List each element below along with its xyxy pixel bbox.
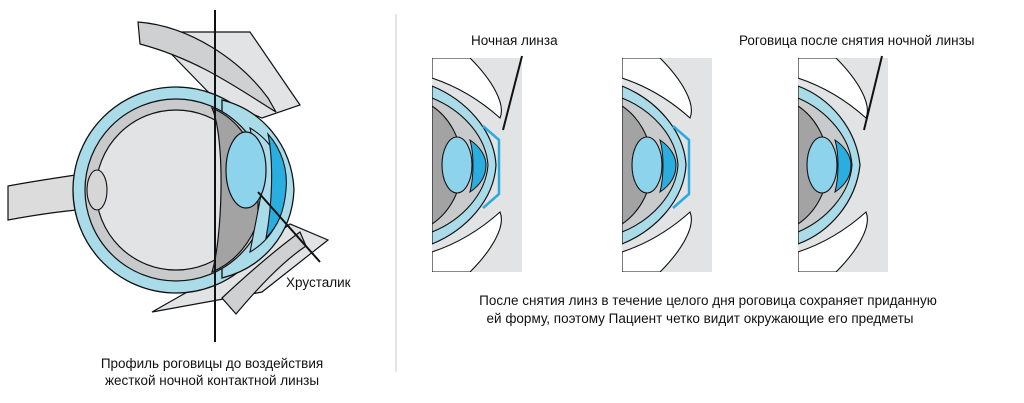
cornea-closeup-reshaped-icon bbox=[798, 58, 888, 272]
lens-2 bbox=[631, 136, 663, 194]
night-lens-2 bbox=[672, 125, 691, 209]
cornea-closeup-with-lens-2-icon bbox=[622, 58, 712, 272]
cornea-after-pointer bbox=[863, 55, 883, 131]
upper-lid-2 bbox=[622, 58, 692, 119]
night-lens-label: Ночная линза bbox=[471, 33, 558, 48]
lower-lid-2 bbox=[622, 211, 692, 272]
lens-1 bbox=[441, 136, 473, 194]
crystalline-label: Хрусталик bbox=[286, 275, 351, 290]
cornea-dark-3 bbox=[834, 138, 852, 194]
bottom-caption-line1: После снятия линз в течение целого дня р… bbox=[479, 293, 937, 308]
cornea-inner bbox=[265, 132, 287, 240]
night-lens-pointer bbox=[502, 55, 523, 131]
bottom-caption-line2: ей форму, поэтому Пациент четко видит ок… bbox=[487, 311, 914, 326]
lower-eyelid-fold bbox=[221, 231, 307, 315]
lower-lid-3 bbox=[798, 211, 868, 272]
cornea-dark-1 bbox=[469, 138, 487, 194]
eye-cross-section-icon bbox=[7, 10, 330, 342]
cornea-dark-2 bbox=[659, 138, 677, 194]
night-lens-1 bbox=[482, 125, 501, 209]
cornea-after-label: Роговица после снятия ночной линзы bbox=[739, 33, 975, 48]
lower-lid-1 bbox=[432, 211, 502, 272]
crystalline-lens bbox=[225, 131, 267, 209]
crystalline-pointer bbox=[257, 191, 321, 263]
profile-caption-line2: жесткой ночной контактной линзы bbox=[105, 373, 319, 388]
profile-caption-line1: Профиль роговицы до воздействия bbox=[101, 356, 323, 371]
lens-3 bbox=[806, 136, 838, 194]
optic-disc bbox=[86, 169, 108, 211]
cornea-closeup-with-lens-icon bbox=[432, 58, 522, 272]
upper-eyelid-fold bbox=[137, 21, 277, 113]
upper-lid-1 bbox=[432, 58, 502, 119]
